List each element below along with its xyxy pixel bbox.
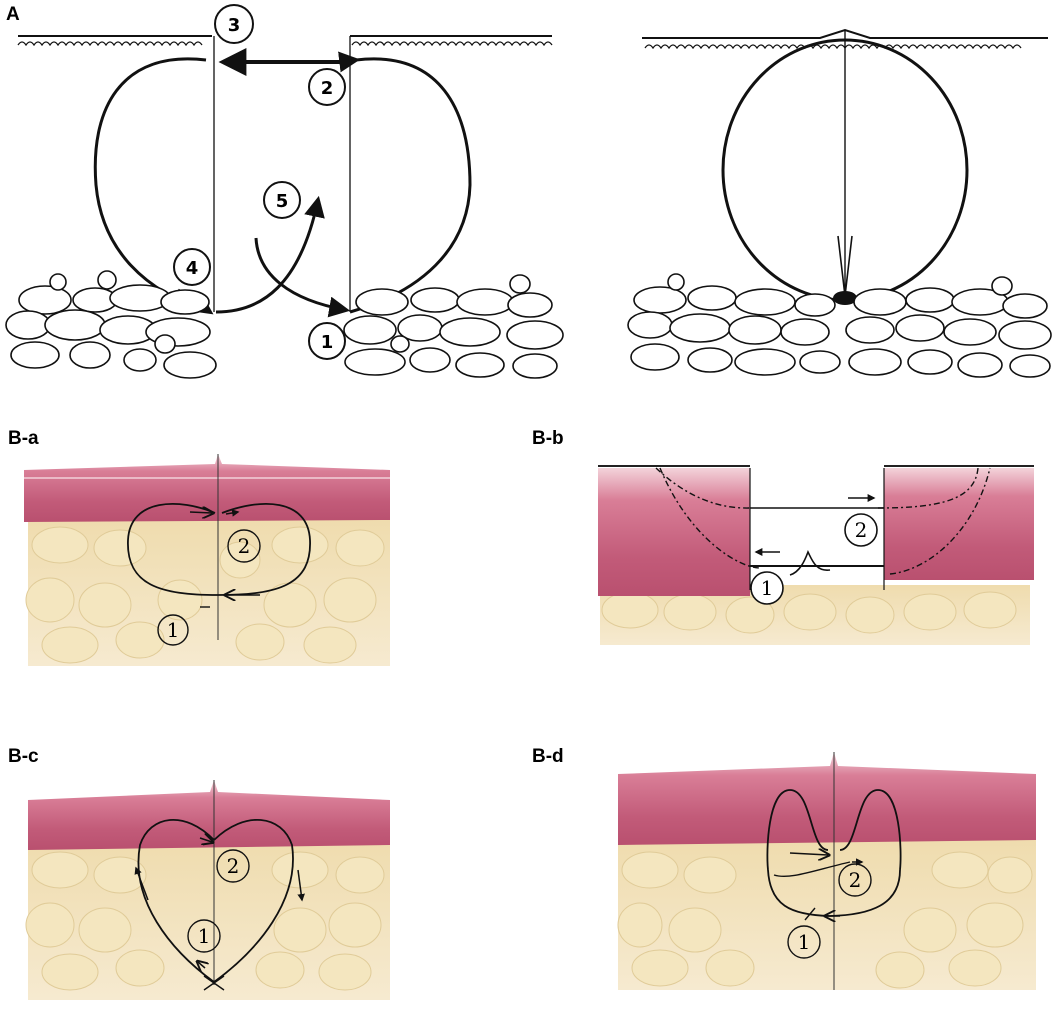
svg-text:2: 2 [238, 534, 251, 558]
svg-text:1: 1 [167, 618, 180, 642]
marker-bc1: 1 [187, 919, 221, 953]
panel-bd [617, 752, 1036, 990]
svg-text:1: 1 [198, 924, 211, 948]
panel-bb [598, 465, 1034, 645]
marker-a3: 3 [214, 4, 254, 44]
panel-bc-label: B-c [8, 746, 39, 767]
svg-text:2: 2 [321, 78, 334, 99]
panel-a-left [5, 35, 564, 379]
panel-bb-label: B-b [532, 428, 564, 449]
marker-a5: 5 [263, 181, 301, 219]
marker-a2: 2 [308, 68, 346, 106]
panel-ba [24, 454, 390, 666]
svg-text:4: 4 [186, 258, 199, 279]
svg-text:3: 3 [228, 15, 241, 36]
svg-text:2: 2 [855, 518, 868, 542]
marker-a4: 4 [173, 248, 211, 286]
svg-text:1: 1 [761, 576, 774, 600]
marker-bd1: 1 [787, 925, 821, 959]
marker-bd2: 2 [838, 863, 872, 897]
svg-text:5: 5 [276, 191, 289, 212]
marker-ba1: 1 [157, 614, 189, 646]
svg-text:2: 2 [849, 868, 862, 892]
marker-bb1: 1 [750, 571, 784, 605]
panel-a-label: A [6, 4, 20, 25]
panel-bd-label: B-d [532, 746, 564, 767]
marker-bb2: 2 [844, 513, 878, 547]
panel-bc [25, 780, 390, 1000]
marker-ba2: 2 [227, 529, 261, 563]
marker-bc2: 2 [216, 849, 250, 883]
panel-a-right [627, 28, 1052, 378]
marker-a1: 1 [308, 322, 346, 360]
svg-text:1: 1 [798, 930, 811, 954]
panel-ba-label: B-a [8, 428, 39, 449]
svg-text:1: 1 [321, 332, 334, 353]
svg-text:2: 2 [227, 854, 240, 878]
